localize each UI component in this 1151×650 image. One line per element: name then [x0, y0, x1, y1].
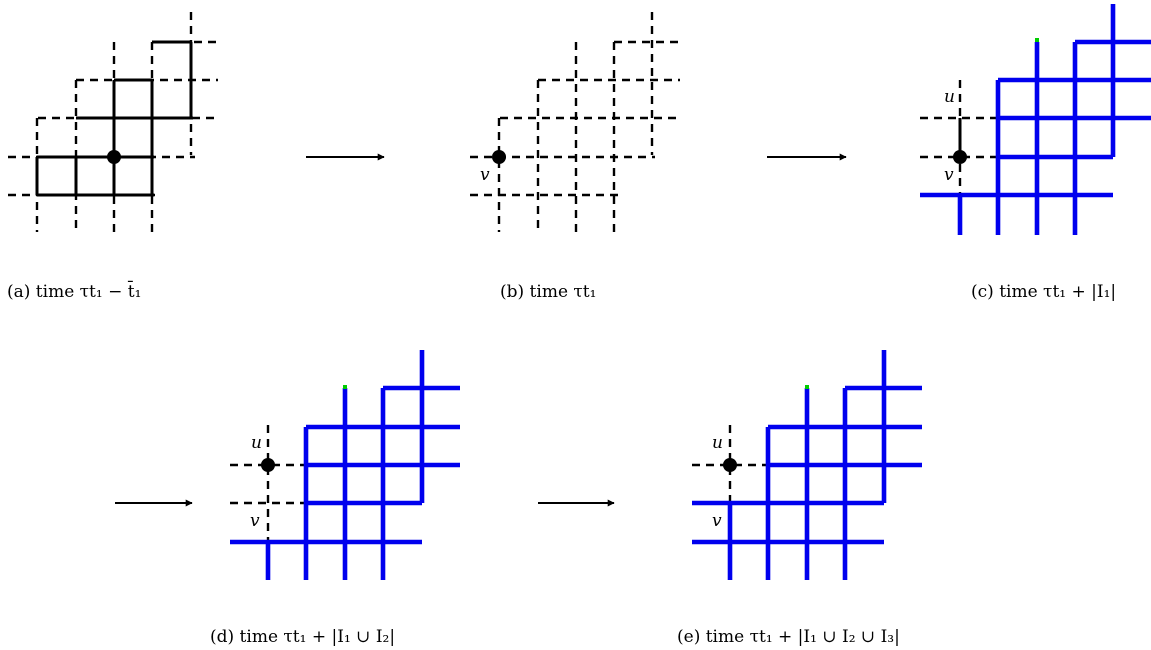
panel-c-caption: (c) time τt₁ + |I₁|: [971, 282, 1116, 302]
panel-e-occupied-region: [692, 350, 922, 580]
panel-b-caption: (b) time τt₁: [500, 282, 596, 302]
panel-d-v-label: v: [250, 511, 260, 531]
panel-a: (a) time τt₁ − t̄₁: [7, 12, 218, 302]
panel-d-green-marker: [343, 385, 347, 389]
panel-c-occupied-region: [920, 4, 1151, 235]
panel-d-vertex-u: [261, 458, 275, 472]
panel-b-dashed-lattice: [470, 12, 680, 232]
panel-e-caption: (e) time τt₁ + |I₁ ∪ I₂ ∪ I₃|: [677, 627, 900, 647]
panel-e-vertex-u: [723, 458, 737, 472]
panel-c-v-label: v: [944, 165, 954, 185]
panel-d-occupied-region: [230, 350, 460, 580]
panel-a-solid-edges: [35, 40, 193, 197]
panel-a-focus-vertex: [107, 150, 121, 164]
panel-d: u v (d) time τt₁ + |I₁ ∪ I₂|: [210, 350, 460, 647]
panel-b: v (b) time τt₁: [470, 12, 680, 302]
panel-c-u-label: u: [944, 87, 955, 107]
panel-b-vertex-v: [492, 150, 506, 164]
panel-c-green-marker: [1035, 38, 1039, 42]
panel-e-v-label: v: [712, 511, 722, 531]
panel-b-v-label: v: [480, 165, 490, 185]
panel-d-u-label: u: [251, 433, 262, 453]
panel-e-dashed-lattice: [692, 425, 768, 503]
panel-c-vertex-v: [953, 150, 967, 164]
panel-c: u v (c) time τt₁ + |I₁|: [920, 4, 1151, 302]
panel-e-u-label: u: [712, 433, 723, 453]
panel-d-dashed-lattice: [230, 425, 306, 540]
panel-e: u v (e) time τt₁ + |I₁ ∪ I₂ ∪ I₃|: [677, 350, 922, 647]
panel-e-green-marker: [805, 385, 809, 389]
panel-a-caption: (a) time τt₁ − t̄₁: [7, 279, 141, 302]
panel-d-caption: (d) time τt₁ + |I₁ ∪ I₂|: [210, 627, 395, 647]
